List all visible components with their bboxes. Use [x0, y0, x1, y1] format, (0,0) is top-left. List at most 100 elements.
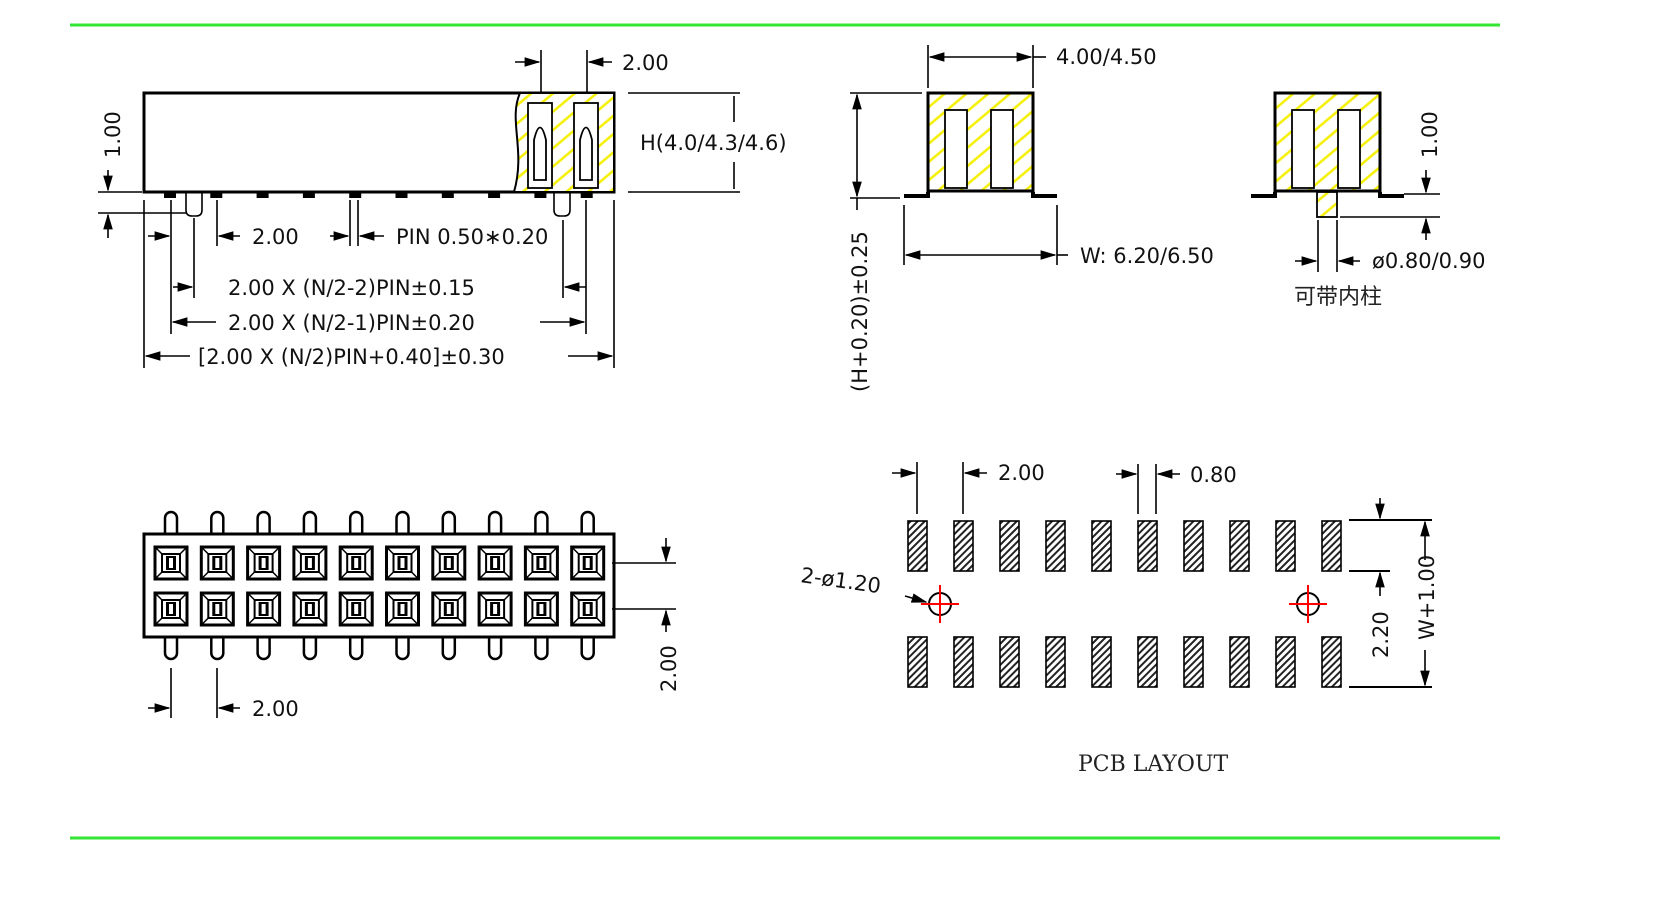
pcb-pad: [907, 520, 928, 572]
top-view-pins-top: [163, 510, 595, 534]
pcb-pad: [1137, 520, 1158, 572]
side-standoff-label: 1.00: [101, 111, 125, 158]
pcb-pad: [999, 636, 1020, 688]
pcb-pad: [1091, 636, 1112, 688]
side-pin-tab: [164, 193, 176, 198]
top-view-contact-cell: [570, 591, 606, 627]
post-dia-label: ø0.80/0.90: [1372, 249, 1485, 273]
end-total-height-label: (H+0.20)±0.25: [848, 231, 872, 392]
top-view-contact-cell: [153, 591, 189, 627]
top-view-contact-cell: [477, 545, 513, 581]
top-view-contact-cells: [153, 545, 606, 627]
pcb-pad: [1091, 520, 1112, 572]
pcb-hole-label: 2-ø1.20: [799, 563, 882, 598]
top-view-pin-lower: [580, 637, 595, 661]
top-view-pin-upper: [395, 510, 410, 534]
post-height-label: 1.00: [1418, 111, 1442, 158]
side-view-pins: [164, 193, 593, 198]
side-dim-total-label: [2.00 X (N/2)PIN+0.40]±0.30: [198, 345, 505, 369]
top-view-pin-lower: [163, 637, 179, 661]
top-view-contact-cell: [523, 545, 559, 581]
pcb-pad: [907, 636, 928, 688]
top-view-pin-lower: [534, 637, 549, 661]
top-view-pin-upper: [441, 510, 457, 534]
post-view-locating-post: [1316, 191, 1338, 218]
top-view-contact-cell: [338, 545, 374, 581]
side-dim-n2-2-label: 2.00 X (N/2-2)PIN±0.15: [228, 276, 475, 300]
pcb-pad: [1045, 520, 1066, 572]
pcb-layout-title: PCB LAYOUT: [1078, 752, 1229, 777]
top-view-pin-lower: [210, 637, 225, 661]
side-pin-tab: [580, 193, 593, 198]
pcb-pads-bottom-row: [907, 636, 1342, 688]
top-col-pitch-label: 2.00: [252, 697, 299, 721]
pcb-row-span-label: W+1.00: [1415, 555, 1439, 640]
side-view-post-left: [185, 192, 203, 217]
top-view-pin-lower: [348, 637, 364, 661]
top-view-contact-cell: [477, 591, 513, 627]
post-view-cavities: [1291, 109, 1361, 189]
top-view-pin-lower: [441, 637, 457, 661]
top-view-contact-cell: [199, 545, 235, 581]
end-view-body: [926, 91, 1035, 193]
pcb-hole-right: [1289, 585, 1327, 623]
top-view-contact-cell: [431, 545, 467, 581]
top-view-contact-cell: [338, 591, 374, 627]
post-view-body: [1273, 91, 1382, 193]
side-pin-tab: [302, 193, 315, 198]
end-view-smt-leads: [904, 192, 1057, 198]
end-view-cavities: [944, 109, 1014, 189]
top-view-pin-upper: [302, 510, 318, 534]
side-pin-tab: [210, 193, 223, 198]
top-view-contact-cell: [199, 591, 235, 627]
pcb-hole-left: [921, 585, 959, 623]
side-pin-size-label: PIN 0.50∗0.20: [396, 225, 548, 249]
top-view-pins-bottom: [163, 637, 595, 661]
top-view-contact-cell: [523, 591, 559, 627]
top-view-contact-cell: [292, 545, 328, 581]
end-width-bottom-label: W: 6.20/6.50: [1080, 244, 1214, 268]
pcb-pads-top-row: [907, 520, 1342, 572]
pcb-pad: [1183, 520, 1204, 572]
top-view-pin-upper: [163, 510, 179, 534]
top-view-pin-lower: [487, 637, 503, 661]
top-view-pin-upper: [534, 510, 549, 534]
pcb-pad-width-label: 0.80: [1190, 463, 1237, 487]
post-view-smt-leads: [1251, 192, 1404, 198]
side-pin-tab: [349, 193, 362, 198]
pcb-pad: [1229, 636, 1250, 688]
pcb-pad: [1183, 636, 1204, 688]
pcb-pad: [1229, 520, 1250, 572]
side-view-post-right: [553, 192, 571, 217]
end-view: 4.00/4.50 (H+0.20)±0.25 W: 6.20/6.50: [848, 45, 1214, 392]
top-view-pin-upper: [580, 510, 595, 534]
side-dim-n2-1-label: 2.00 X (N/2-1)PIN±0.20: [228, 311, 475, 335]
side-height-label: H(4.0/4.3/4.6): [640, 131, 787, 155]
side-pin-tab: [395, 193, 408, 198]
end-width-top-label: 4.00/4.50: [1056, 45, 1157, 69]
top-view-contact-cell: [385, 545, 420, 581]
top-view-pin-upper: [487, 510, 503, 534]
pcb-pad: [953, 636, 974, 688]
top-view-contact-cell: [570, 545, 606, 581]
side-view-contacts: [527, 102, 599, 189]
side-pin-tab: [256, 193, 269, 198]
top-view-pin-lower: [256, 637, 271, 661]
top-view-pin-lower: [302, 637, 318, 661]
pcb-pad: [999, 520, 1020, 572]
top-view-pin-upper: [348, 510, 364, 534]
side-pitch-top-label: 2.00: [622, 51, 669, 75]
top-view-contact-cell: [292, 591, 328, 627]
top-view: 2.00 2.00: [142, 510, 681, 721]
pcb-pad: [953, 520, 974, 572]
side-pitch-bottom-label: 2.00: [252, 225, 299, 249]
top-view-contact-cell: [153, 545, 189, 581]
top-view-contact-cell: [385, 591, 420, 627]
pcb-pad: [1275, 636, 1296, 688]
pcb-pad: [1321, 636, 1342, 688]
pcb-pad: [1137, 636, 1158, 688]
top-view-pin-lower: [395, 637, 410, 661]
side-pin-tab: [441, 193, 454, 198]
top-view-contact-cell: [246, 591, 282, 627]
